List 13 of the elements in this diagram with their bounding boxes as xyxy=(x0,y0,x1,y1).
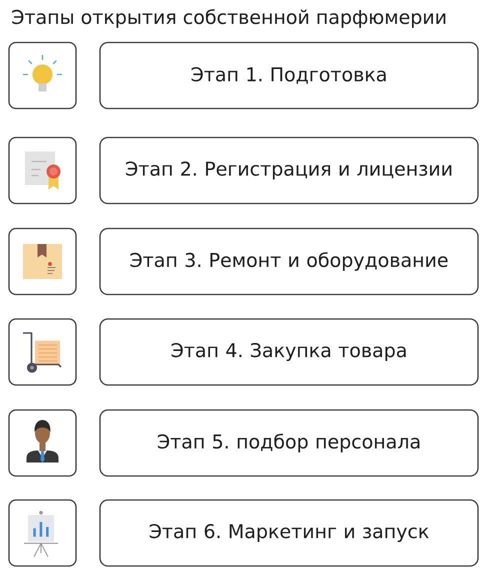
stage-box: Этап 5. подбор персонала xyxy=(99,409,479,477)
stage-box: Этап 2. Регистрация и лицензии xyxy=(99,136,479,204)
title: Этапы открытия собственной парфюмерии xyxy=(12,9,446,28)
stage-box: Этап 4. Закупка товара xyxy=(99,318,479,386)
icon-tile xyxy=(8,228,77,296)
icon-tile xyxy=(8,409,77,477)
stage-box: Этап 3. Ремонт и оборудование xyxy=(99,228,479,296)
icon-tile xyxy=(8,499,77,567)
stage-box: Этап 1. Подготовка xyxy=(99,42,479,110)
stage-box: Этап 6. Маркетинг и запуск xyxy=(99,499,479,567)
icon-tile xyxy=(8,136,77,204)
icon-tile xyxy=(8,318,77,386)
icon-tile xyxy=(8,42,77,110)
